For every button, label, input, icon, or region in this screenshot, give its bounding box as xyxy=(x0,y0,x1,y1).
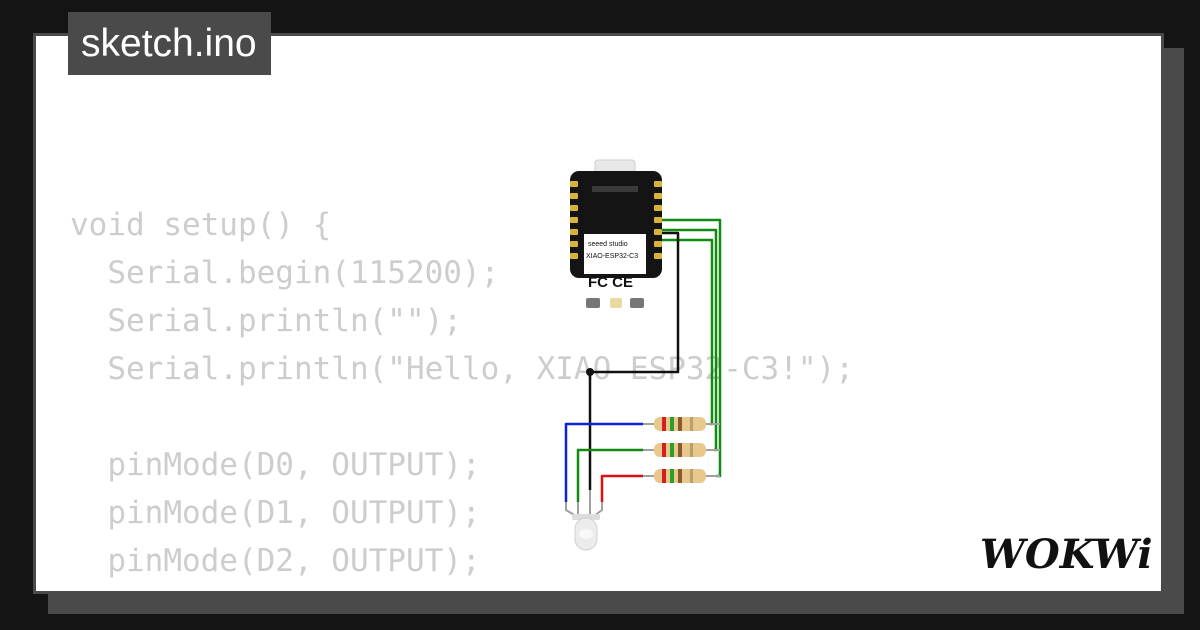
code-line: Serial.println("Hello, XIAO ESP32-C3!"); xyxy=(70,351,854,387)
circuit-diagram: seeed studio XIAO-ESP32-C3 FC CE xyxy=(564,159,722,551)
resistor-1 xyxy=(643,417,720,431)
resistor-3 xyxy=(643,469,720,483)
code-line: Serial.begin(115200); xyxy=(70,255,500,291)
board-model: XIAO-ESP32-C3 xyxy=(586,253,638,260)
file-name: sketch.ino xyxy=(81,22,257,65)
wire-green-led xyxy=(576,448,643,502)
wokwi-logo-text: WOKWi xyxy=(980,531,1153,578)
board-certs: FC CE xyxy=(588,274,633,291)
board-brand: seeed studio xyxy=(588,241,628,248)
code-line: void setup() { xyxy=(70,207,332,243)
wokwi-logo: WOKWi xyxy=(980,531,1153,578)
code-preview: void setup() { Serial.begin(115200); Ser… xyxy=(70,201,854,585)
reset-button xyxy=(630,298,644,308)
resistor-2 xyxy=(643,443,720,457)
onboard-led xyxy=(610,298,622,308)
rgb-led xyxy=(565,490,603,551)
code-line: pinMode(D2, OUTPUT); xyxy=(70,543,481,579)
wire-green-d2 xyxy=(662,238,714,426)
wire-junction xyxy=(586,368,594,376)
wire-black-gnd xyxy=(588,231,680,490)
wire-red xyxy=(600,474,643,502)
project-preview-card: void setup() { Serial.begin(115200); Ser… xyxy=(33,33,1164,594)
left-pin-pads xyxy=(570,181,578,259)
code-line: pinMode(D1, OUTPUT); xyxy=(70,495,481,531)
board-chip-strip xyxy=(592,186,638,192)
file-tab[interactable]: sketch.ino xyxy=(68,12,271,75)
boot-button xyxy=(586,298,600,308)
code-line xyxy=(70,393,854,441)
wire-blue xyxy=(564,422,643,502)
code-line: pinMode(D0, OUTPUT); xyxy=(70,447,481,483)
code-line: Serial.println(""); xyxy=(70,303,462,339)
right-pin-pads xyxy=(654,181,662,259)
